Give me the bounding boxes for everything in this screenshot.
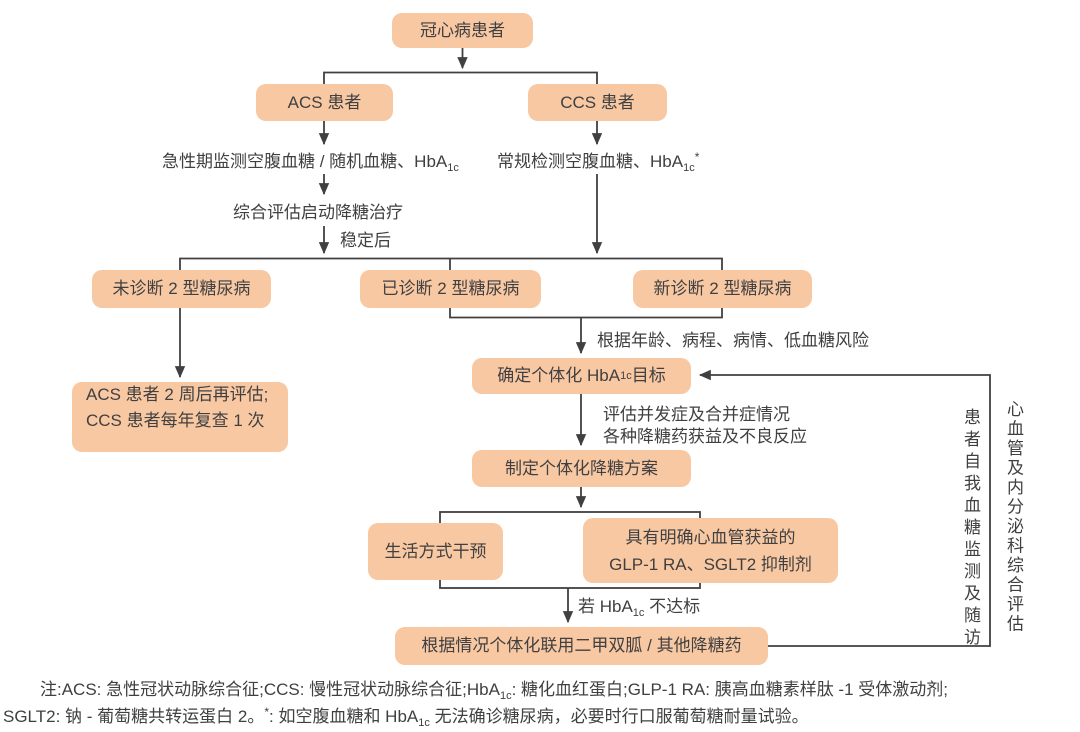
label-cardio-endocrine-vertical: 心血管及内分泌科综合评估	[1004, 400, 1023, 634]
node-undiagnosed-t2dm: 未诊断 2 型糖尿病	[92, 270, 271, 308]
footnote-line-2: SGLT2: 钠 - 葡萄糖共转运蛋白 2。*: 如空腹血糖和 HbA1c 无法…	[3, 705, 809, 729]
glp1-line-1: 具有明确心血管获益的	[625, 527, 796, 547]
label-acs-monitoring: 急性期监测空腹血糖 / 随机血糖、HbA1c	[162, 152, 459, 174]
footnote-line-1: 注:ACS: 急性冠状动脉综合征;CCS: 慢性冠状动脉综合征;HbA1c: 糖…	[40, 680, 948, 702]
label-smbg-followup-vertical: 患者自我血糖监测及随访	[961, 408, 980, 650]
node-reassess-schedule: ACS 患者 2 周后再评估; CCS 患者每年复查 1 次	[72, 382, 288, 452]
connector-three-way-bracket	[179, 257, 723, 270]
node-lifestyle-intervention: 生活方式干预	[368, 523, 503, 580]
connector-split-bracket-top	[323, 71, 598, 84]
glp1-line-2: GLP-1 RA、SGLT2 抑制剂	[609, 554, 812, 574]
label-ccs-monitoring: 常规检测空腹血糖、HbA1c*	[497, 150, 700, 174]
reassess-line-1: ACS 患者 2 周后再评估;	[86, 385, 269, 404]
node-acs-patients: ACS 患者	[256, 84, 393, 121]
node-individualized-plan: 制定个体化降糖方案	[472, 450, 691, 487]
label-risk-factors: 根据年龄、病程、病情、低血糖风险	[597, 331, 869, 350]
node-ccs-patients: CCS 患者	[528, 84, 667, 121]
assessment-line-2: 各种降糖药获益及不良反应	[603, 427, 807, 446]
node-chd-patients: 冠心病患者	[392, 13, 533, 48]
connector-merge-bracket	[449, 308, 723, 319]
label-after-stable: 稳定后	[340, 231, 391, 250]
feedback-loop-line	[698, 369, 991, 647]
label-hba1c-not-reached: 若 HbA1c 不达标	[578, 597, 701, 619]
footnote: 注:ACS: 急性冠状动脉综合征;CCS: 慢性冠状动脉综合征;HbA1c: 糖…	[3, 676, 1075, 730]
node-glp1-sglt2: 具有明确心血管获益的 GLP-1 RA、SGLT2 抑制剂	[583, 518, 838, 583]
reassess-line-2: CCS 患者每年复查 1 次	[86, 411, 265, 430]
node-new-diagnosed-t2dm: 新诊断 2 型糖尿病	[633, 270, 812, 308]
node-diagnosed-t2dm: 已诊断 2 型糖尿病	[360, 270, 541, 308]
label-assessment: 评估并发症及合并症情况 各种降糖药获益及不良反应	[603, 404, 807, 448]
node-metformin-combo: 根据情况个体化联用二甲双胍 / 其他降糖药	[395, 627, 768, 665]
connector-group	[174, 48, 991, 647]
assessment-line-1: 评估并发症及合并症情况	[603, 405, 790, 424]
label-comprehensive-eval: 综合评估启动降糖治疗	[233, 203, 403, 222]
